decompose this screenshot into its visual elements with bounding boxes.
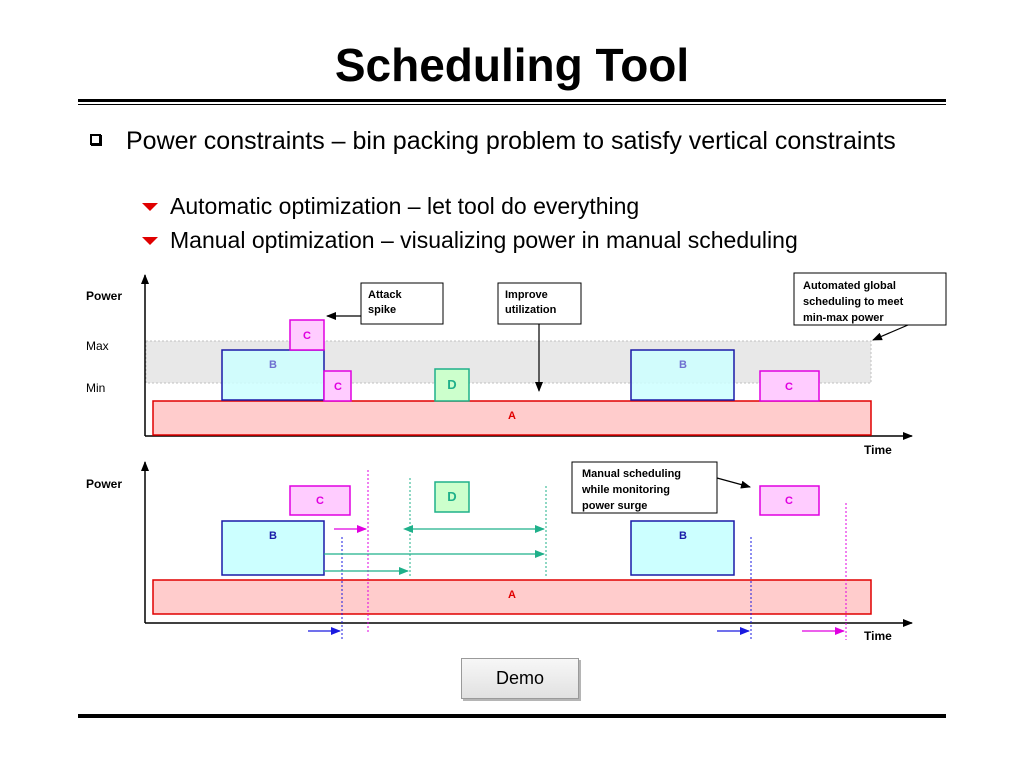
- top-block-c-spike-label: C: [303, 330, 311, 342]
- top-block-c-right-label: C: [785, 381, 793, 393]
- top-block-b1: [221, 349, 325, 401]
- bottom-chart: Power Time A B B C C D Manual schedul: [86, 461, 913, 643]
- top-block-a-label: A: [508, 410, 516, 422]
- callout-automated-arrow: [872, 324, 909, 341]
- sub-bullet-manual: Manual optimization – visualizing power …: [142, 226, 798, 254]
- top-block-b1-label: B: [269, 359, 277, 371]
- callout-improve-box: [497, 282, 582, 325]
- bottom-block-c1: [289, 485, 351, 516]
- demo-button[interactable]: Demo: [461, 658, 579, 699]
- bottom-block-b2: [630, 520, 735, 576]
- bottom-block-b1-label: B: [269, 530, 277, 542]
- top-block-c-low: [323, 370, 352, 402]
- sub-bullet-automatic: Automatic optimization – let tool do eve…: [142, 192, 639, 220]
- callout-manual-arrow: [716, 477, 751, 489]
- top-x-axis-label: Time: [864, 443, 892, 457]
- bottom-block-c2: [759, 485, 820, 516]
- top-block-c-right: [759, 370, 820, 402]
- callout-attack-box: [360, 282, 444, 325]
- bullet-power-constraints: Power constraints – bin packing problem …: [90, 126, 920, 156]
- sub-bullet-text: Manual optimization – visualizing power …: [170, 227, 798, 253]
- bottom-block-c1-label: C: [316, 495, 324, 507]
- top-block-c-low-label: C: [334, 381, 342, 393]
- bottom-x-axis-label: Time: [864, 629, 892, 643]
- bottom-y-axis-label: Power: [86, 477, 122, 491]
- top-block-b2-label: B: [679, 359, 687, 371]
- bottom-block-d: [434, 481, 470, 513]
- callout-automated-box: [793, 272, 947, 326]
- top-y-axis-label: Power: [86, 289, 122, 303]
- bottom-block-c2-label: C: [785, 495, 793, 507]
- bullet-text: Power constraints – bin packing problem …: [126, 127, 896, 155]
- triangle-bullet-icon: [142, 203, 158, 211]
- footer-rule: [78, 714, 946, 718]
- square-bullet-icon: [90, 134, 101, 145]
- top-block-c-spike: [289, 319, 325, 351]
- slide-title: Scheduling Tool: [334, 39, 690, 91]
- bottom-block-d-label: D: [447, 489, 456, 504]
- callout-manual-box: [571, 461, 718, 514]
- bottom-block-b1: [221, 520, 325, 576]
- title-rule-thin: [78, 104, 946, 105]
- top-min-label: Min: [86, 381, 105, 395]
- bottom-block-a-label: A: [508, 589, 516, 601]
- title-rule: [78, 99, 946, 102]
- top-block-d-label: D: [447, 377, 456, 392]
- top-max-label: Max: [86, 339, 109, 353]
- top-block-b2: [630, 349, 735, 401]
- bottom-block-b2-label: B: [679, 530, 687, 542]
- sub-bullet-text: Automatic optimization – let tool do eve…: [170, 193, 640, 219]
- triangle-bullet-icon: [142, 237, 158, 245]
- top-block-d: [434, 368, 470, 402]
- top-block-a: [152, 400, 872, 436]
